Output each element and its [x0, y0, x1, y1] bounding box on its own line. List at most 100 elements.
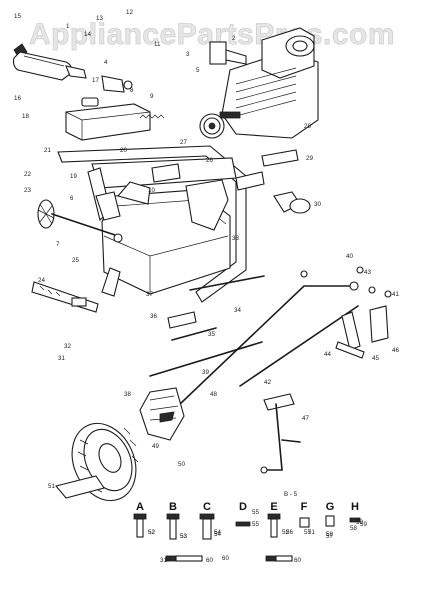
callout-44: 44 — [324, 351, 331, 358]
fuel-tank[interactable] — [65, 97, 151, 141]
fastener-key — [133, 513, 361, 562]
callout-47: 47 — [302, 415, 309, 422]
callout-46: 46 — [392, 347, 399, 354]
key-part-number: 57 — [326, 533, 333, 540]
pulley[interactable] — [199, 113, 225, 139]
callout-5: 5 — [196, 67, 200, 74]
main-frame[interactable] — [57, 145, 247, 303]
callout-7: 7 — [56, 241, 60, 248]
callout-52: 52 — [148, 529, 155, 536]
callout-1: 1 — [66, 23, 70, 30]
muffler[interactable] — [12, 43, 87, 81]
pin-31-60 — [165, 555, 203, 562]
key-part-number: 55 — [252, 521, 259, 528]
callout-56: 56 — [286, 529, 293, 536]
callout-30: 30 — [314, 201, 321, 208]
key-part-number: 58 — [350, 525, 357, 532]
callout-24: 24 — [38, 277, 45, 284]
nut-h — [349, 517, 361, 523]
bolt-a — [133, 513, 147, 538]
callout-48: 48 — [210, 391, 217, 398]
key-part-number: 60 — [206, 557, 213, 564]
pin-60 — [265, 555, 293, 562]
callout-14: 14 — [84, 31, 91, 38]
callout-25: 25 — [72, 257, 79, 264]
callout-50: 50 — [178, 461, 185, 468]
callout-20: 20 — [120, 147, 127, 154]
callout-12: 12 — [126, 9, 133, 16]
callout-9: 9 — [150, 93, 154, 100]
callout-53: 53 — [180, 533, 187, 540]
callout-6: 6 — [70, 195, 74, 202]
callout-19: 19 — [70, 173, 77, 180]
engine[interactable] — [209, 27, 319, 139]
callout-51: 51 — [48, 483, 55, 490]
callout-39: 39 — [202, 369, 209, 376]
callout-labels: 1234567891011121314151617181920212223242… — [14, 9, 399, 562]
callout-57: 57 — [304, 529, 311, 536]
callout-22: 22 — [24, 171, 31, 178]
shift-lever[interactable] — [31, 281, 99, 313]
callout-38: 38 — [124, 391, 131, 398]
callout-55: 55 — [252, 509, 259, 516]
key-part-number: 52 — [282, 529, 289, 536]
bolt-b — [166, 513, 180, 540]
callout-27: 27 — [180, 139, 187, 146]
callout-8: 8 — [130, 87, 134, 94]
key-part-number: 59 — [360, 521, 367, 528]
key-letter-a: A — [136, 501, 144, 513]
clutch-bracket[interactable] — [185, 149, 311, 231]
nut-f — [299, 517, 310, 528]
callout-42: 42 — [264, 379, 271, 386]
key-part-number: 31 — [160, 557, 167, 564]
callout-36: 36 — [150, 313, 157, 320]
callout-29: 29 — [306, 155, 313, 162]
key-part-number: 52 — [148, 529, 155, 536]
callout-35: 35 — [208, 331, 215, 338]
hub[interactable] — [139, 387, 185, 441]
key-part-number: 60 — [294, 557, 301, 564]
callout-33: 33 — [232, 235, 239, 242]
callout-58: 58 — [326, 531, 333, 538]
washer-g — [325, 515, 335, 527]
callout-37: 37 — [146, 291, 153, 298]
shift-arm[interactable] — [260, 393, 301, 474]
key-part-number: 54 — [214, 531, 221, 538]
key-letter-b: B — [169, 501, 177, 513]
key-letter-g: G — [326, 501, 335, 513]
linkage-assembly[interactable] — [335, 266, 392, 359]
callout-3: 3 — [186, 51, 190, 58]
bolt-d — [235, 521, 251, 527]
callout-40: 40 — [346, 253, 353, 260]
key-part-number: 51 — [308, 529, 315, 536]
callout-32: 32 — [64, 343, 71, 350]
callout-31: 31 — [58, 355, 65, 362]
callout-4: 4 — [104, 59, 108, 66]
callout-16: 16 — [14, 95, 21, 102]
axle-plate[interactable] — [87, 167, 121, 222]
bracket[interactable] — [101, 75, 133, 93]
callout-45: 45 — [372, 355, 379, 362]
bolt-c — [199, 513, 215, 540]
drive-shaft[interactable] — [37, 199, 123, 243]
callout-17: 17 — [92, 77, 99, 84]
note-label: B - 5 — [284, 491, 298, 498]
callout-10: 10 — [148, 187, 155, 194]
watermark: AppliancePartsPros.com — [29, 18, 395, 51]
bolt-e — [267, 513, 281, 538]
linkage-rod[interactable] — [149, 275, 265, 377]
callout-26: 26 — [206, 157, 213, 164]
callout-23: 23 — [24, 187, 31, 194]
spring[interactable] — [139, 114, 165, 119]
key-letter-c: C — [203, 501, 211, 513]
key-letter-h: H — [351, 501, 359, 513]
callout-13: 13 — [96, 15, 103, 22]
wheel[interactable] — [55, 413, 148, 510]
callout-59: 59 — [356, 519, 363, 526]
key-letter-d: D — [239, 501, 247, 513]
cross-rod[interactable] — [179, 270, 359, 405]
callout-60: 60 — [222, 555, 229, 562]
callout-21: 21 — [44, 147, 51, 154]
